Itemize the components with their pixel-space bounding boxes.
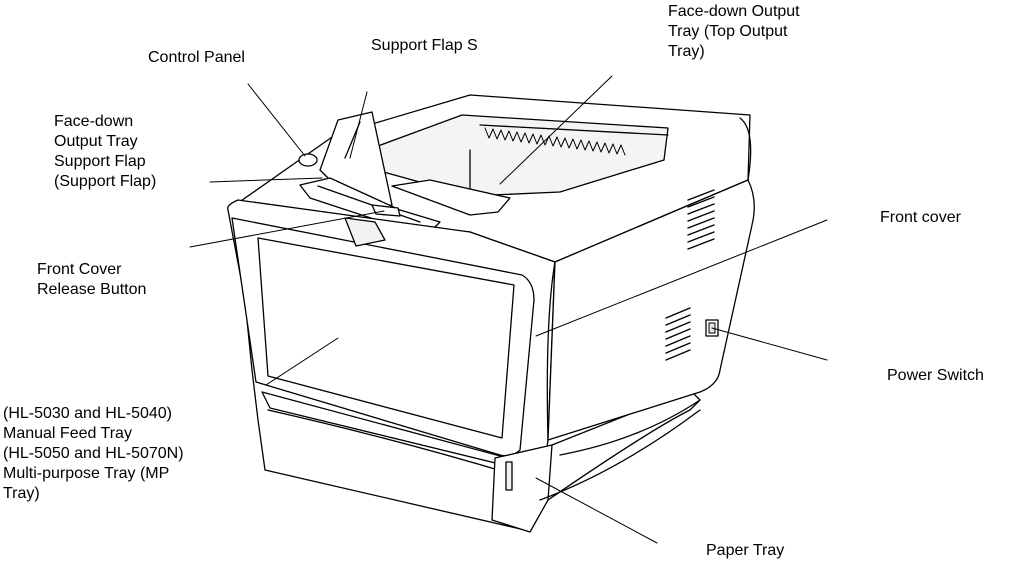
label-manual-feed-tray: (HL-5030 and HL-5040) Manual Feed Tray (… bbox=[3, 405, 184, 502]
output-tray-teeth bbox=[484, 127, 626, 156]
label-front-cover: Front cover bbox=[880, 209, 961, 226]
front-cover-handle bbox=[344, 217, 386, 247]
right-side-base bbox=[539, 409, 701, 501]
leader-paper-tray bbox=[535, 477, 658, 544]
right-side-front-curve bbox=[546, 261, 556, 441]
label-control-panel: Control Panel bbox=[148, 49, 245, 66]
support-flap-rail bbox=[317, 185, 421, 223]
leader-lines bbox=[189, 75, 828, 544]
paper-tray-front bbox=[491, 444, 553, 533]
paper-stop-flap bbox=[391, 179, 511, 216]
right-side-tray-edge bbox=[559, 399, 701, 456]
paper-tray-side bbox=[547, 389, 701, 501]
lower-front-curve bbox=[267, 409, 526, 479]
leader-control-panel bbox=[247, 83, 306, 157]
label-paper-tray: Paper Tray bbox=[706, 542, 785, 559]
leader-manual-feed-tray bbox=[265, 337, 339, 386]
label-support-flap: Face-down Output Tray Support Flap (Supp… bbox=[54, 113, 157, 190]
label-face-down-output-tray: Face-down Output Tray (Top Output Tray) bbox=[668, 3, 800, 60]
output-tray-back-ridge bbox=[479, 124, 669, 136]
leader-support-flap-s bbox=[349, 91, 368, 159]
lower-side-vent bbox=[665, 307, 691, 361]
front-cover-release-button bbox=[371, 204, 401, 217]
front-cover-inner-border bbox=[257, 237, 515, 439]
paper-tray-handle bbox=[505, 461, 513, 491]
printer-right-side bbox=[547, 179, 755, 441]
control-panel-button bbox=[298, 153, 318, 167]
leader-front-cover-release bbox=[189, 210, 385, 248]
label-power-switch: Power Switch bbox=[887, 367, 984, 384]
leader-front-cover bbox=[535, 219, 828, 337]
label-front-cover-release-button: Front Cover Release Button bbox=[37, 261, 147, 298]
label-support-flap-s: Support Flap S bbox=[371, 37, 478, 54]
leader-power-switch bbox=[711, 327, 828, 361]
upper-side-vent bbox=[687, 189, 715, 250]
leader-face-down-output-tray bbox=[499, 75, 613, 185]
leader-support-flap bbox=[209, 177, 323, 183]
right-side-top-curve bbox=[739, 117, 752, 181]
